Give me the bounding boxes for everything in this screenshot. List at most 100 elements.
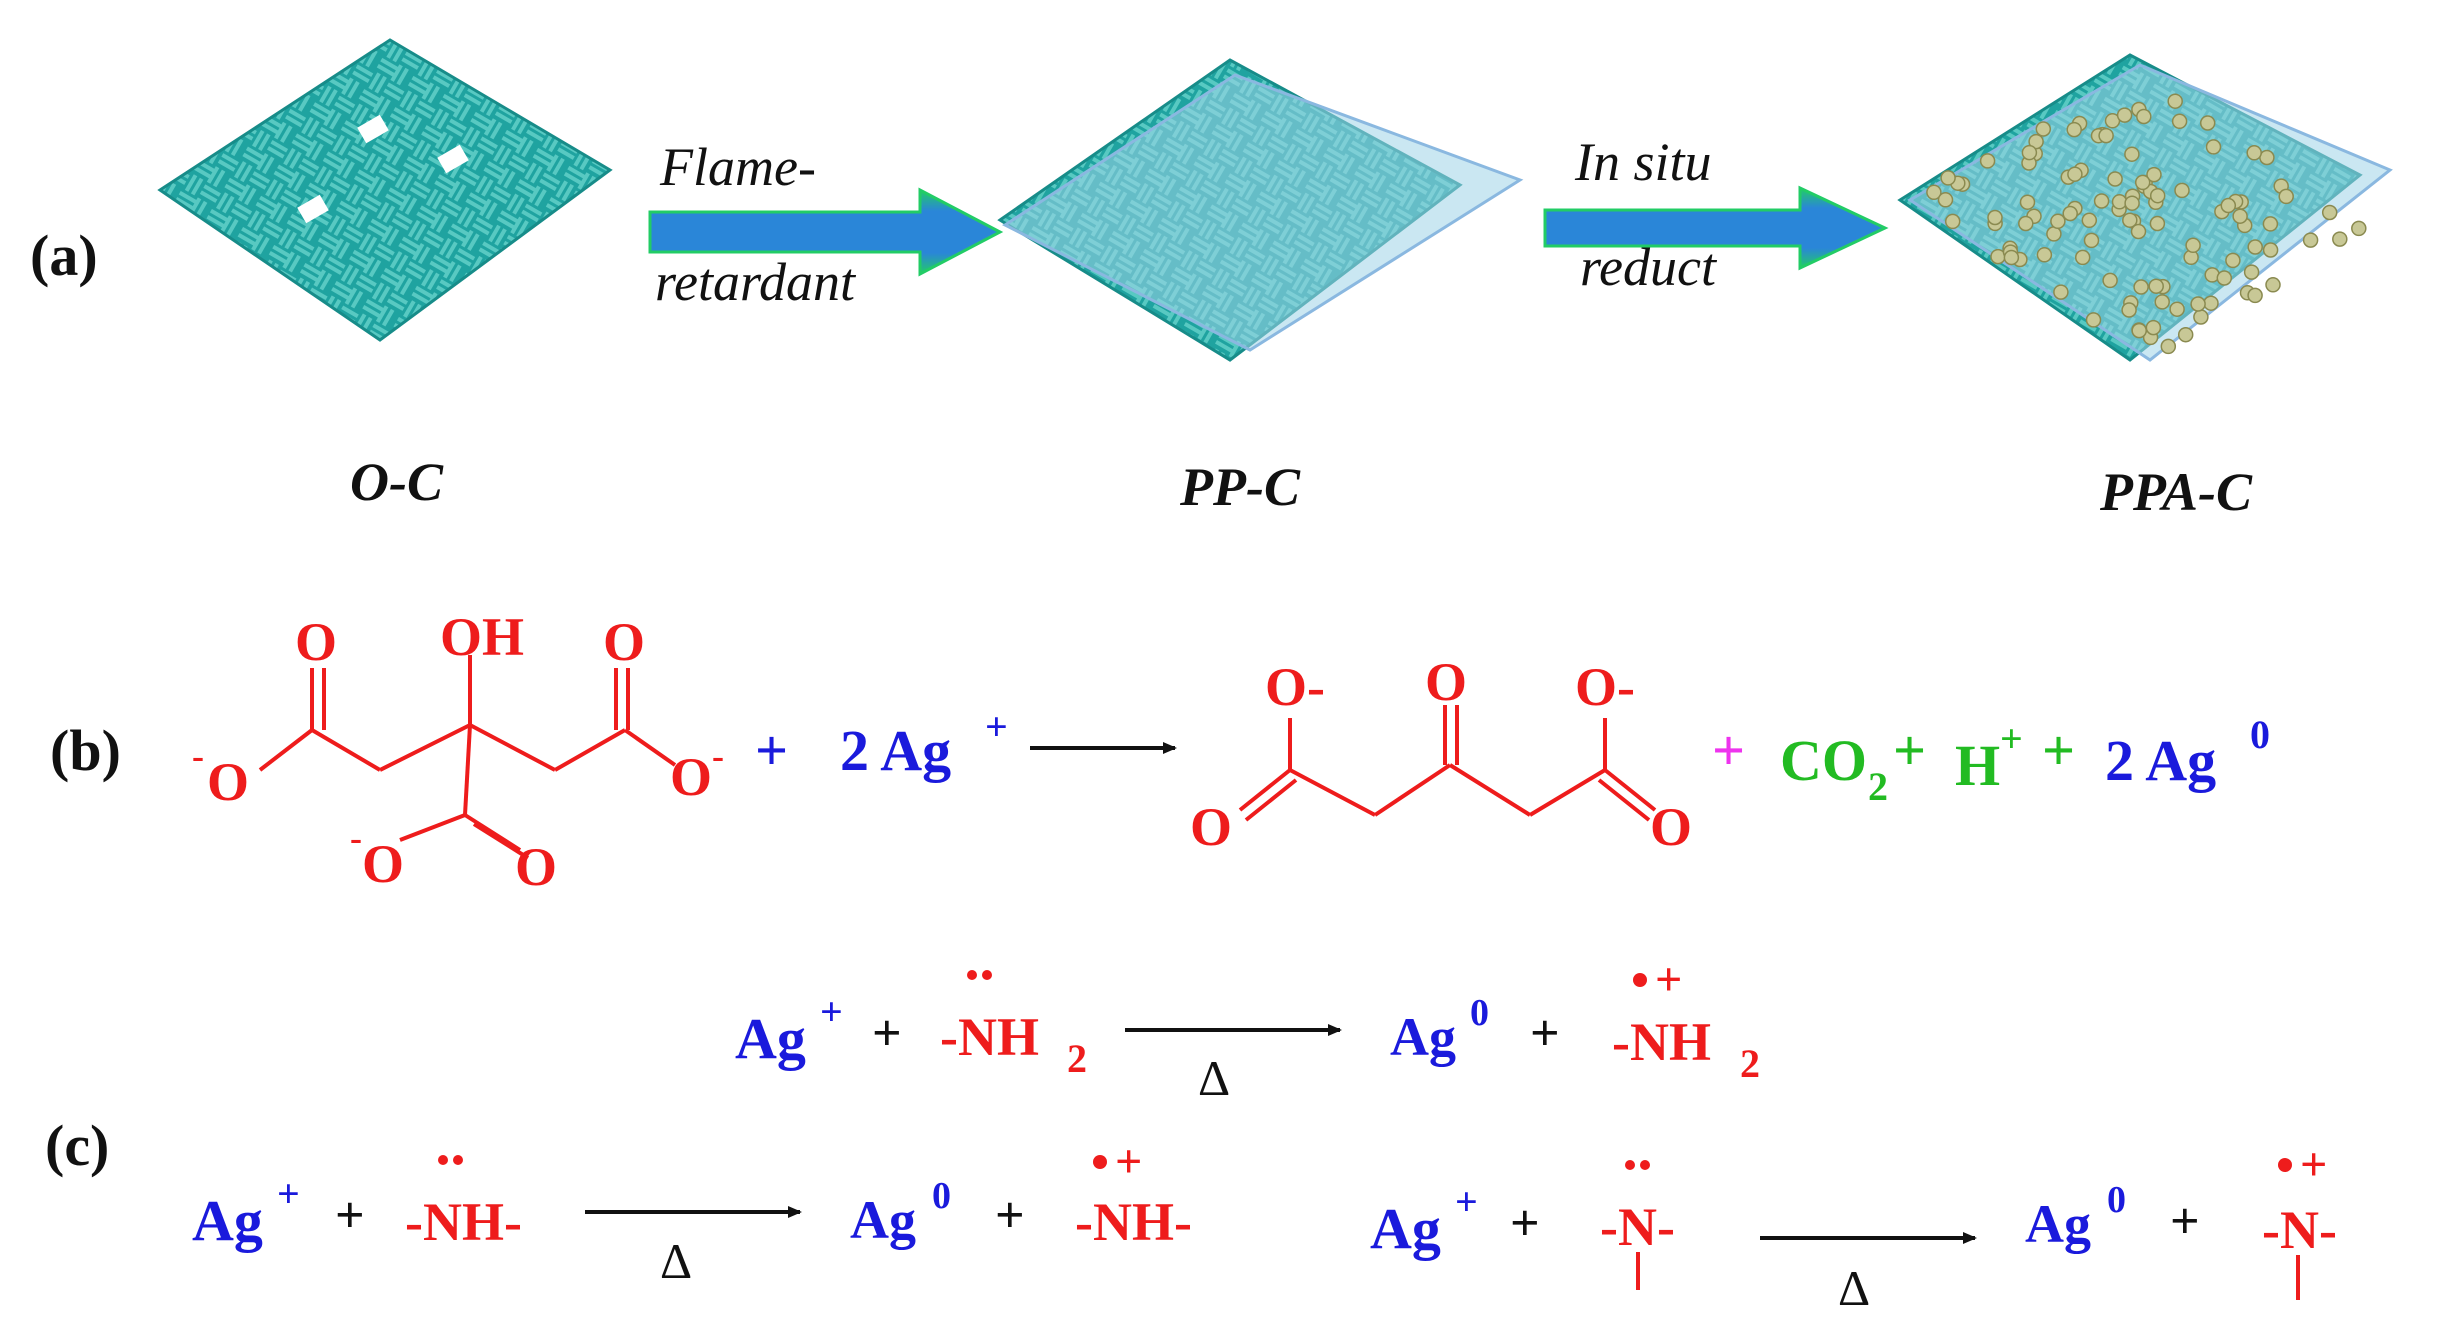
silver-nanoparticle [2124,195,2140,211]
silver-nanoparticle [2122,212,2138,228]
h-ion-base: H [1955,733,2000,798]
product-o-right: O [1650,797,1692,857]
eq2-prod-charge: + [1115,1135,1142,1188]
silver-nanoparticle [2003,249,2020,266]
eq2-delta: Δ [660,1233,692,1289]
silver-product-charge: 0 [2250,712,2270,757]
silver-nanoparticle [2278,188,2294,205]
plus-3: + [1893,718,1926,783]
silver-nanoparticle [2259,149,2275,166]
citrate-structure [258,655,677,860]
silver-nanoparticle [2131,322,2147,339]
panel-label-b: (b) [50,718,121,783]
silver-nanoparticle [2220,197,2237,214]
arrow-1-bottom-label: retardant [655,252,857,312]
eq1-ag0-charge: 0 [1470,992,1489,1034]
silver-nanoparticle [2174,182,2190,199]
eq1-group: -NH [940,1007,1039,1067]
fabric-o-c [157,38,613,342]
silver-nanoparticle [2262,242,2279,258]
silver-nanoparticle [1937,192,1954,208]
eq2-ag0: Ag [850,1190,916,1250]
silver-nanoparticle [2148,278,2164,294]
silver-nanoparticle [2133,279,2149,295]
eq2-radical-dot [1093,1155,1107,1169]
eq1-prod: -NH [1612,1012,1711,1072]
eq3-delta: Δ [1838,1260,1870,1316]
equation-c2: Ag + + -NH- Δ Ag 0 + + -NH- [192,1135,1192,1289]
silver-nanoparticle [2247,239,2263,255]
eq1-delta: Δ [1198,1050,1230,1106]
plus-2: + [1712,718,1745,783]
silver-nanoparticle [1979,153,1996,169]
eq3-radical-dot [2278,1158,2292,1172]
silver-nanoparticle [2019,194,2036,210]
eq1-prod-sub: 2 [1740,1041,1760,1086]
eq3-lone-pair-dot [1640,1160,1650,1170]
citrate-o-minus-bottom: O [362,834,404,894]
product-o-minus-right: O- [1575,657,1635,717]
silver-nanoparticle [2216,270,2233,286]
silver-nanoparticle [2116,107,2133,123]
silver-nanoparticle [2098,127,2114,144]
silver-nanoparticle [1987,209,2003,226]
citrate-minus-bottom: - [350,818,362,858]
silver-nanoparticle [2167,93,2183,109]
citrate-o-bottom: O [515,837,557,897]
eq1-radical-dot [1633,973,1647,987]
eq1-ag: Ag [735,1006,806,1071]
silver-nanoparticle [2018,215,2034,232]
silver-nanoparticle [2225,252,2241,269]
silver-nanoparticle [2124,146,2140,162]
process-arrow-1 [648,187,1004,277]
silver-nanoparticle [2193,309,2209,325]
eq1-prod-charge: + [1655,953,1682,1006]
silver-nanoparticle [2302,232,2319,248]
citrate-oh: OH [440,607,524,667]
silver-nanoparticle [2021,144,2038,161]
silver-nanoparticle [2171,113,2188,130]
silver-nanoparticle [2246,145,2262,161]
silver-nanoparticle [2321,204,2338,221]
fabric-label-o-c: O-C [350,452,444,512]
product-o-keto: O [1425,652,1467,712]
equation-c1: Ag + + -NH 2 Δ Ag 0 + + -NH 2 [735,953,1760,1106]
product-o-left: O [1190,797,1232,857]
silver-nanoparticle [1926,184,1942,201]
silver-nanoparticle [2093,193,2110,209]
eq2-group: -NH- [405,1192,522,1252]
eq1-plus: + [872,1005,902,1062]
eq2-ag0-charge: 0 [932,1175,951,1217]
silver-nanoparticle [2028,133,2044,150]
silver-nanoparticle [2205,139,2222,155]
fabric-pp-c [997,58,1524,362]
silver-nanoparticle [2185,237,2201,254]
silver-nanoparticle [2036,247,2053,263]
citrate-minus-right: - [712,736,724,776]
silver-nanoparticle [2066,121,2082,138]
plus-1: + [755,718,788,783]
silver-nanoparticle [2067,166,2083,182]
fabric-ppa-c [1897,53,2393,362]
product-o-minus-left: O- [1265,657,1325,717]
silver-nanoparticle [2085,312,2102,328]
plus-4: + [2042,718,2075,783]
eq1-ag0: Ag [1390,1007,1456,1067]
silver-nanoparticle [2262,216,2279,232]
eq2-prod: -NH- [1075,1192,1192,1252]
silver-nanoparticle [2136,108,2152,125]
silver-nanoparticle [2332,231,2348,247]
eq2-ag-charge: + [277,1171,300,1216]
arrow-2-bottom-label: reduct [1580,237,1718,297]
silver-nanoparticle [2160,338,2177,355]
fabric-label-ppa-c: PPA-C [2099,462,2253,522]
eq2-lone-pair-dot [453,1155,463,1165]
silver-nanoparticle [2053,284,2069,300]
silver-nanoparticle [2111,194,2128,210]
panel-label-c: (c) [45,1113,109,1178]
citrate-o-left: O [295,612,337,672]
eq3-plus-2: + [2170,1193,2200,1250]
eq2-plus: + [335,1187,365,1244]
fabric-label-pp-c: PP-C [1179,457,1301,517]
eq1-group-sub: 2 [1067,1036,1087,1081]
